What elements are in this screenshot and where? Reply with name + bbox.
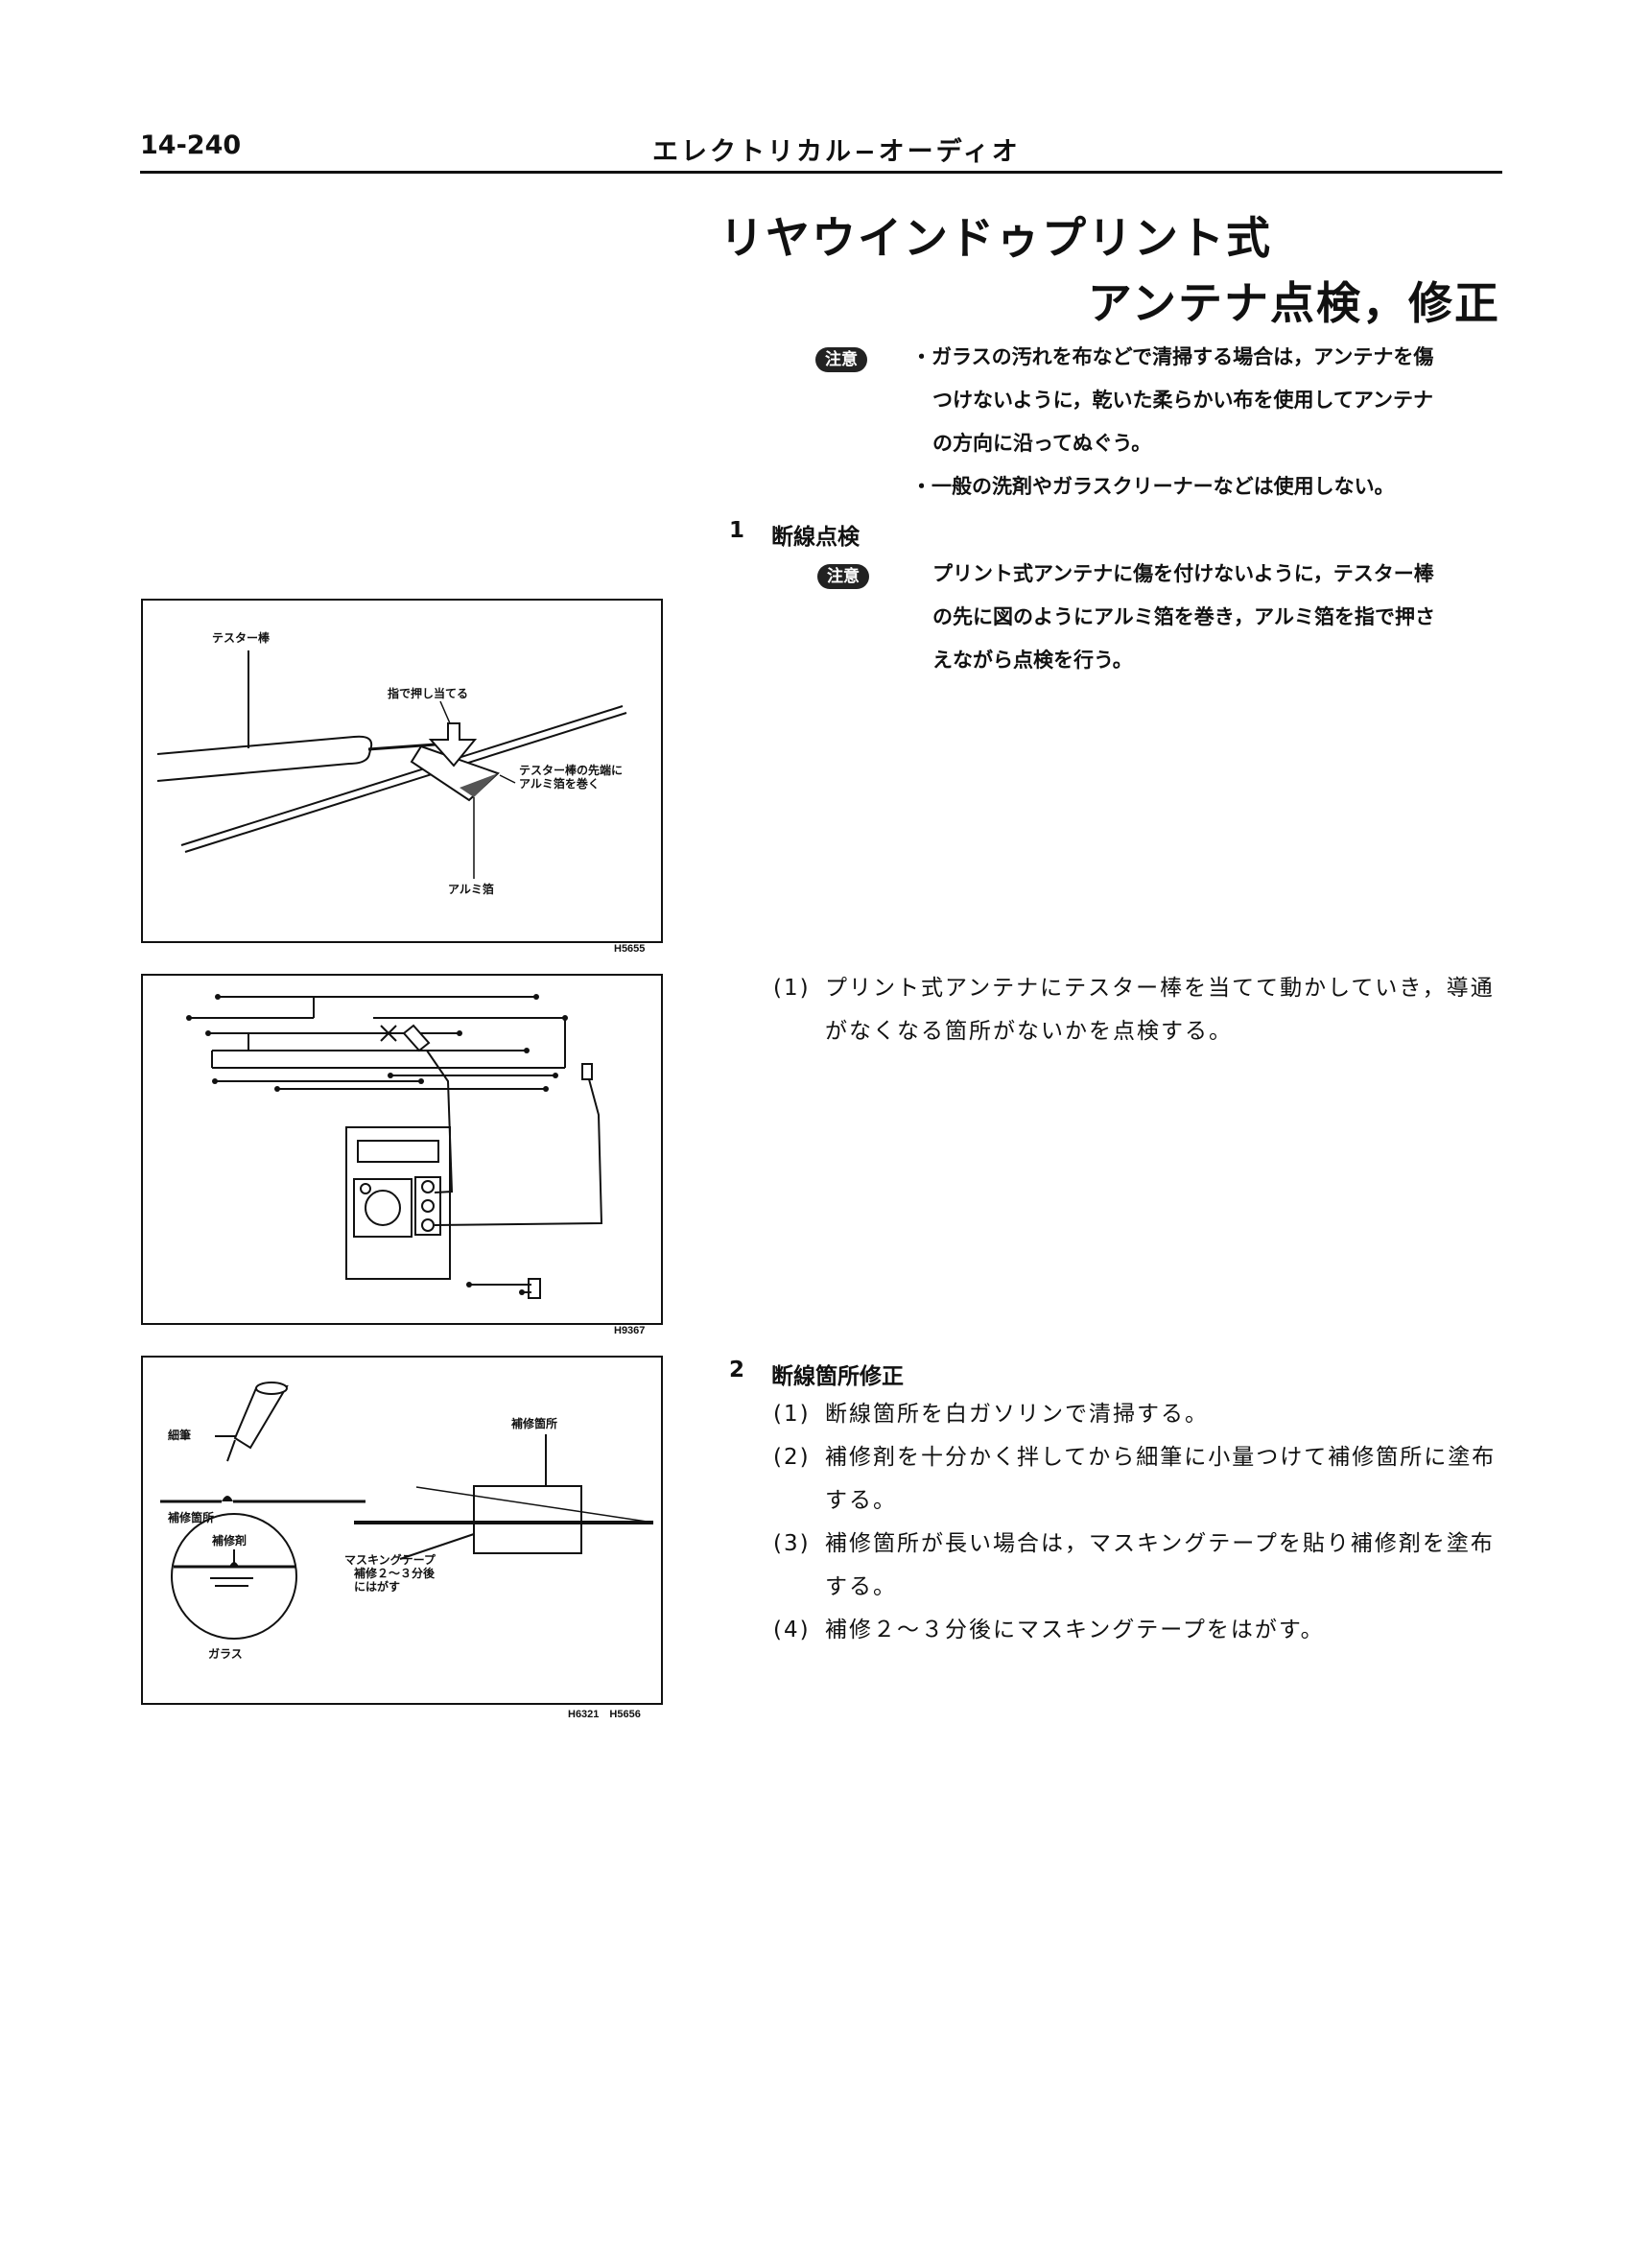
step1-item1-line: がなくなる箇所がないかを点検する。	[825, 1019, 1233, 1044]
caution-badge: 注意	[815, 347, 867, 372]
page-title-line1: リヤウインドゥプリント式	[719, 212, 1272, 264]
label-repair-spot-right: 補修箇所	[511, 1417, 558, 1430]
figure-tester-foil-drawing	[156, 650, 627, 879]
step2-item: (2) 補修剤を十分かく拌してから細筆に小量つけて補修箇所に塗布	[773, 1436, 1496, 1479]
caution-badge-step1: 注意	[817, 564, 869, 589]
step1-heading: 断線点検	[771, 525, 860, 550]
label-glass: ガラス	[208, 1647, 243, 1661]
caution-top-line: ・ガラスの汚れを布などで清掃する場合は，アンテナを傷	[911, 345, 1434, 368]
label-foil: アルミ箔	[448, 883, 494, 896]
page-number: 14-240	[140, 130, 242, 160]
section-title: エレクトリカル−オーディオ	[652, 137, 1021, 167]
figure-repair-drawing	[160, 1382, 654, 1640]
label-wrap: テスター棒の先端に アルミ箔を巻く	[519, 764, 623, 791]
step2-item-line: する。	[825, 1574, 897, 1599]
step1-caution-line: えながら点検を行う。	[932, 649, 1133, 672]
step2-item-line: 補修剤を十分かく拌してから細筆に小量つけて補修箇所に塗布	[825, 1445, 1497, 1470]
figure3-code: H6321 H5656	[568, 1709, 641, 1720]
page-title-line2: アンテナ点検，修正	[1087, 277, 1500, 329]
label-tester-rod: テスター棒	[212, 631, 271, 645]
figure-tester-foil: テスター棒 指で押し当てる テスター棒の先端に アルミ箔を巻く アルミ箔	[141, 599, 663, 943]
step2-item: (1) 断線箇所を白ガソリンで清掃する。	[773, 1393, 1496, 1436]
figure-repair: 細筆 補修箇所 補修箇所 補修剤 ガラス マスキングテープ 補修２〜３分後 には…	[141, 1356, 663, 1705]
header-rule	[140, 171, 1502, 174]
label-tape-note-line: 補修２〜３分後	[354, 1567, 436, 1580]
step2-item-num: (4)	[773, 1618, 811, 1642]
step2-item-line: 断線箇所を白ガソリンで清掃する。	[825, 1402, 1209, 1427]
step2-number: 2	[729, 1358, 745, 1382]
figure2-code: H9367	[614, 1325, 646, 1336]
step2-item-num: (2)	[773, 1445, 811, 1470]
caution-top-line: の方向に沿ってぬぐう。	[932, 432, 1152, 455]
caution-badge-top: 注意	[815, 347, 867, 372]
step1-caution-line: プリント式アンテナに傷を付けないように，テスター棒	[932, 562, 1434, 585]
step1-number: 1	[729, 518, 745, 543]
label-wrap-line: テスター棒の先端に	[519, 764, 624, 777]
label-tape-note-line: にはがす	[354, 1580, 401, 1594]
label-repair-agent: 補修剤	[212, 1534, 248, 1547]
step2-heading: 断線箇所修正	[771, 1364, 904, 1389]
figure-multimeter	[141, 974, 663, 1325]
step2-item-num: (3)	[773, 1531, 811, 1556]
step1-item1-num: (1)	[773, 976, 811, 1001]
label-tape-note: 補修２〜３分後 にはがす	[354, 1567, 435, 1594]
caution-top-text: ・ガラスの汚れを布などで清掃する場合は，アンテナを傷 つけないように，乾いた柔ら…	[911, 336, 1433, 508]
step2-item-num: (1)	[773, 1402, 811, 1427]
step1-item1-text: プリント式アンテナにテスター棒を当てて動かしていき，導通 がなくなる箇所がないか…	[825, 967, 1495, 1053]
step2-list: (1) 断線箇所を白ガソリンで清掃する。 (2) 補修剤を十分かく拌してから細筆…	[773, 1393, 1496, 1652]
step2-item-line: 補修２〜３分後にマスキングテープをはがす。	[825, 1618, 1325, 1642]
step2-item-line: 補修箇所が長い場合は，マスキングテープを貼り補修剤を塗布	[825, 1531, 1495, 1556]
step1-item1-line: プリント式アンテナにテスター棒を当てて動かしていき，導通	[825, 976, 1495, 1001]
figure-multimeter-drawing	[186, 994, 603, 1299]
step1-caution-text: プリント式アンテナに傷を付けないように，テスター棒 の先に図のようにアルミ箔を巻…	[932, 553, 1435, 682]
figure1-code: H5655	[614, 943, 646, 955]
label-finger: 指で押し当てる	[388, 687, 469, 700]
caution-badge: 注意	[817, 564, 869, 589]
caution-top-line: ・一般の洗剤やガラスクリーナーなどは使用しない。	[911, 475, 1395, 498]
step2-item-line: する。	[825, 1488, 897, 1513]
label-brush: 細筆	[168, 1429, 192, 1442]
step2-item: (3) 補修箇所が長い場合は，マスキングテープを貼り補修剤を塗布	[773, 1523, 1496, 1566]
label-repair-spot: 補修箇所	[168, 1511, 215, 1524]
label-masking-tape: マスキングテープ	[344, 1553, 436, 1567]
label-wrap-line: アルミ箔を巻く	[519, 777, 600, 791]
caution-top-line: つけないように，乾いた柔らかい布を使用してアンテナ	[932, 389, 1434, 412]
step2-item: (4) 補修２〜３分後にマスキングテープをはがす。	[773, 1609, 1496, 1652]
step1-caution-line: の先に図のようにアルミ箔を巻き，アルミ箔を指で押さ	[932, 605, 1435, 628]
